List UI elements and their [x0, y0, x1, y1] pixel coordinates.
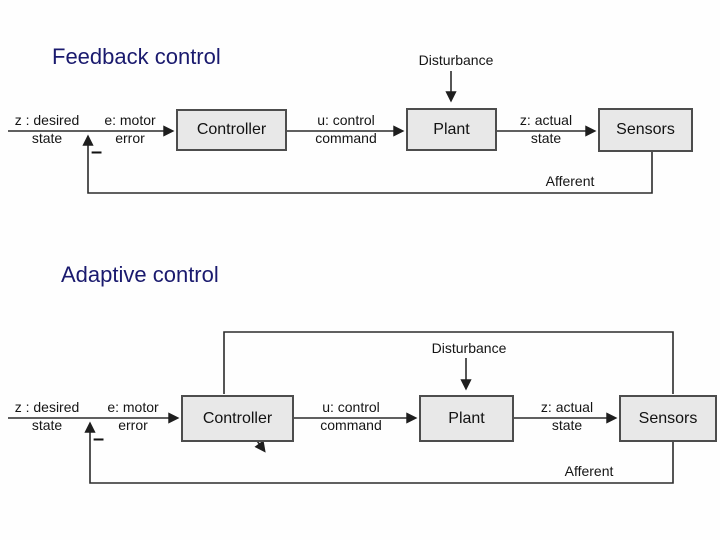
ad-desired-state-line2: state — [31, 417, 63, 433]
fb-motor-error-label: e: motor error — [104, 111, 155, 147]
fb-controller-block: Controller — [176, 109, 287, 151]
ad-actual-state-label: z: actual state — [541, 398, 593, 434]
ad-afferent-feedback-line — [84, 421, 674, 484]
adaptive-control-title: Adaptive control — [61, 262, 219, 287]
fb-desired-state-line1: z : desired — [14, 112, 80, 128]
fb-actual-state-label: z: actual state — [520, 111, 572, 147]
ad-motor-error-line2: error — [118, 417, 148, 433]
ad-motor-error-line1: e: motor — [107, 399, 159, 415]
fb-plant-block: Plant — [406, 108, 497, 151]
ad-desired-state-line1: z : desired — [14, 399, 80, 415]
fb-afferent-feedback-line — [82, 134, 653, 194]
fb-desired-state-label: z : desired state — [15, 111, 80, 147]
fb-actual-state-line2: state — [530, 130, 562, 146]
ad-plant-block: Plant — [419, 395, 514, 442]
fb-control-command-line2: command — [315, 130, 377, 146]
ad-control-command-label: u: control command — [320, 398, 381, 434]
fb-sensors-block: Sensors — [598, 108, 693, 152]
feedback-control-title: Feedback control — [52, 44, 221, 69]
ad-sensors-block: Sensors — [619, 395, 717, 442]
ad-desired-state-label: z : desired state — [15, 398, 80, 434]
ad-disturbance-label: Disturbance — [431, 340, 507, 356]
fb-actual-state-line1: z: actual — [519, 112, 573, 128]
ad-adaptation-top-line — [223, 331, 674, 394]
fb-control-command-label: u: control command — [315, 111, 376, 147]
fb-minus-sign: – — [91, 141, 103, 163]
fb-motor-error-line2: error — [115, 130, 145, 146]
ad-controller-block: Controller — [181, 395, 294, 442]
ad-actual-state-line1: z: actual — [540, 399, 594, 415]
fb-control-command-line1: u: control — [317, 112, 375, 128]
ad-actual-state-line2: state — [551, 417, 583, 433]
ad-minus-sign: – — [93, 428, 105, 450]
fb-desired-state-line2: state — [31, 130, 63, 146]
ad-control-command-line1: u: control — [322, 399, 380, 415]
fb-afferent-label: Afferent — [545, 173, 595, 189]
ad-motor-error-label: e: motor error — [107, 398, 158, 434]
ad-control-command-line2: command — [320, 417, 382, 433]
ad-afferent-label: Afferent — [564, 463, 614, 479]
fb-disturbance-label: Disturbance — [418, 52, 494, 68]
fb-motor-error-line1: e: motor — [104, 112, 156, 128]
